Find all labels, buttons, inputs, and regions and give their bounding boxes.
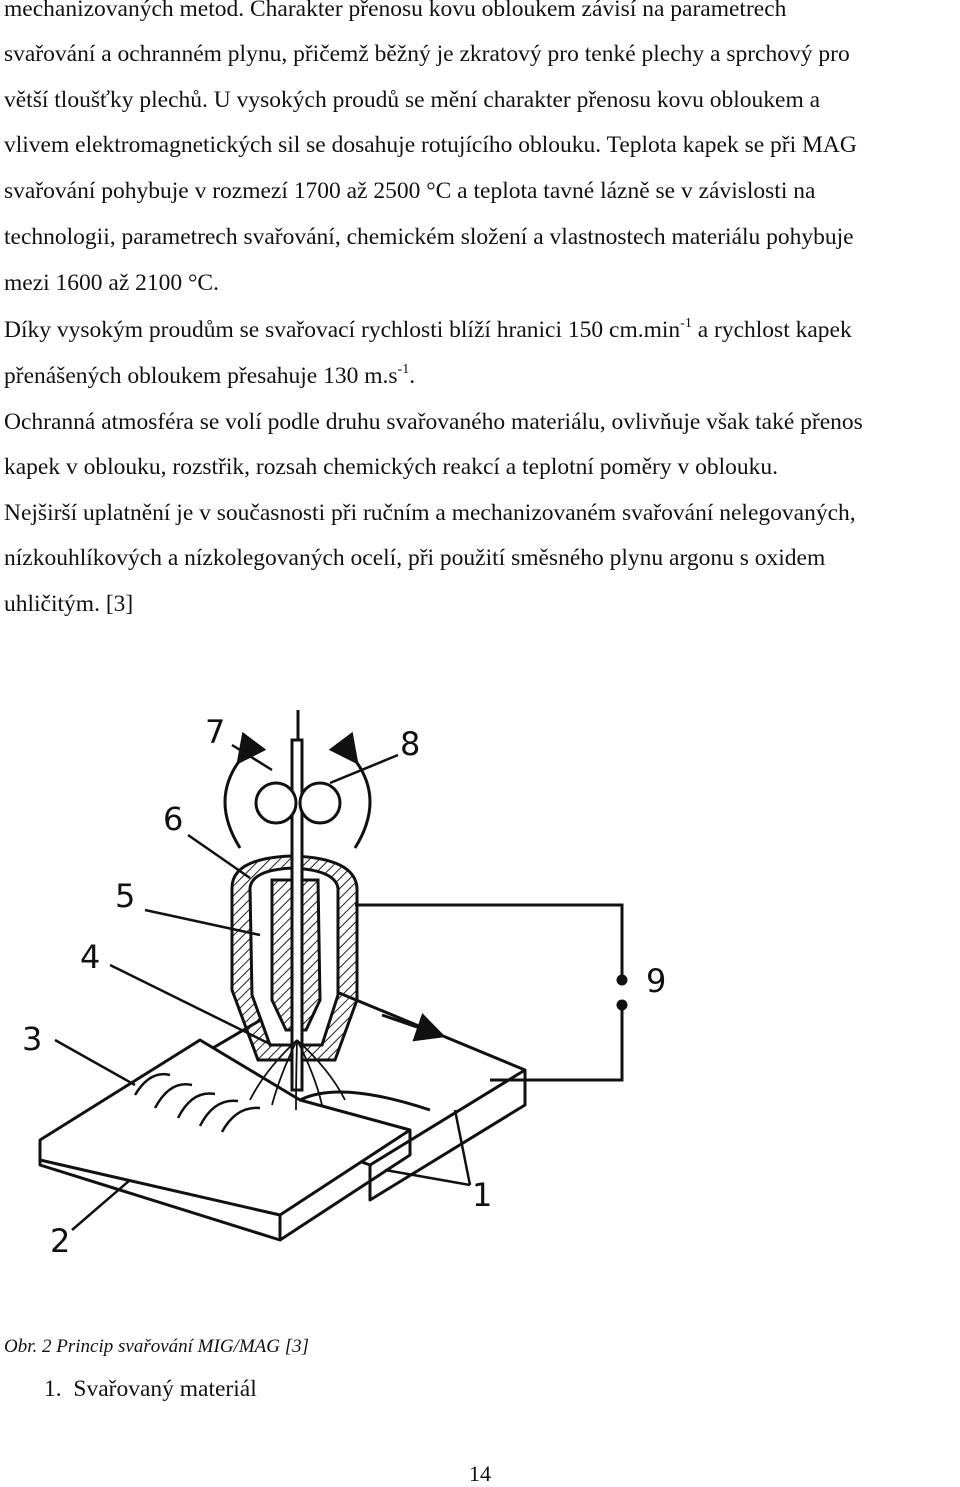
label-4: 4 bbox=[80, 938, 100, 976]
superscript: -1 bbox=[397, 362, 410, 377]
feed-rollers bbox=[223, 731, 372, 849]
text-line: mechanizovaných metod. Charakter přenosu… bbox=[4, 0, 787, 22]
text-line: vlivem elektromagnetických sil se dosahu… bbox=[4, 132, 857, 158]
text-fragment: . bbox=[409, 363, 416, 389]
label-5: 5 bbox=[115, 877, 135, 915]
text-line: Díky vysokým proudům se svařovací rychlo… bbox=[4, 315, 852, 345]
text-line: uhličitým. [3] bbox=[4, 591, 134, 617]
text-line: mezi 1600 až 2100 °C. bbox=[4, 270, 219, 296]
label-2: 2 bbox=[50, 1222, 70, 1260]
text-line: svařování a ochranném plynu, přičemž běž… bbox=[4, 41, 850, 67]
figure-caption: Obr. 2 Princip svařování MIG/MAG [3] bbox=[4, 1336, 310, 1357]
text-fragment: přenášených obloukem přesahuje 130 m.s bbox=[4, 363, 398, 389]
text-line: větší tloušťky plechů. U vysokých proudů… bbox=[4, 87, 821, 113]
direction-arrow bbox=[381, 1012, 446, 1042]
text-fragment: Díky vysokým proudům se svařovací rychlo… bbox=[4, 317, 681, 343]
power-circuit bbox=[355, 903, 628, 1082]
label-8: 8 bbox=[400, 725, 420, 763]
label-6: 6 bbox=[163, 800, 183, 838]
welding-diagram: 1 2 3 4 5 6 7 8 9 bbox=[22, 710, 666, 1260]
label-9: 9 bbox=[646, 962, 666, 1000]
label-7: 7 bbox=[205, 713, 225, 751]
leader-lines bbox=[54, 743, 472, 1231]
list-item: 1. Svařovaný materiál bbox=[44, 1376, 257, 1403]
list-text: Svařovaný materiál bbox=[73, 1376, 257, 1402]
list-number: 1. bbox=[44, 1376, 62, 1402]
page-number: 14 bbox=[469, 1461, 491, 1486]
text-line: Nejširší uplatnění je v současnosti při … bbox=[4, 500, 856, 526]
text-fragment: a rychlost kapek bbox=[691, 317, 852, 343]
superscript: -1 bbox=[680, 316, 692, 331]
welding-arc bbox=[249, 1039, 346, 1111]
text-line: svařování pohybuje v rozmezí 1700 až 250… bbox=[4, 178, 816, 204]
text-line: nízkouhlíkových a nízkolegovaných ocelí,… bbox=[4, 545, 826, 571]
diagram-labels: 1 2 3 4 5 6 7 8 9 bbox=[22, 713, 666, 1260]
text-line: technologii, parametrech svařování, chem… bbox=[4, 224, 854, 250]
label-3: 3 bbox=[22, 1020, 42, 1058]
label-1: 1 bbox=[472, 1176, 492, 1214]
weld-bead bbox=[133, 1072, 261, 1133]
text-line: Ochranná atmosféra se volí podle druhu s… bbox=[4, 409, 863, 435]
text-line: kapek v oblouku, rozstřik, rozsah chemic… bbox=[4, 454, 778, 480]
wire-electrode bbox=[290, 710, 304, 1092]
text-line: přenášených obloukem přesahuje 130 m.s-1… bbox=[4, 361, 415, 391]
